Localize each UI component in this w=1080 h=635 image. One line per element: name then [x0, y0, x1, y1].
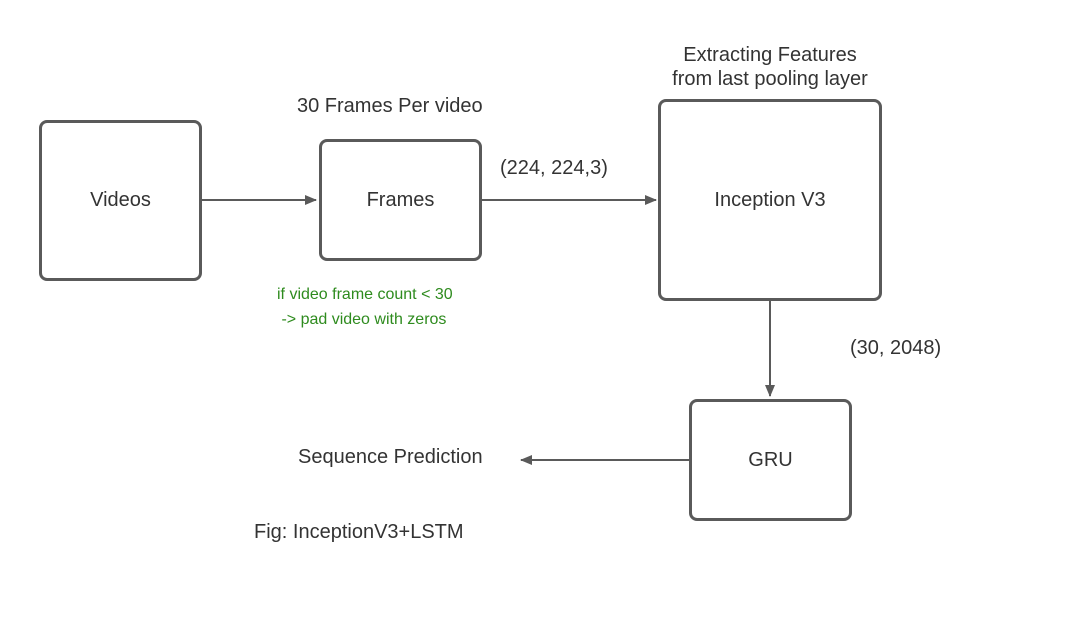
figure-caption: Fig: InceptionV3+LSTM [254, 521, 464, 543]
frames-node-label: Frames [366, 188, 435, 211]
inception-caption-line2: from last pooling layer [672, 68, 868, 90]
frames-node: Frames [319, 139, 482, 261]
inception-node: Inception V3 [658, 99, 882, 301]
gru-node: GRU [689, 399, 852, 521]
padding-note-line2: -> pad video with zeros [277, 311, 447, 328]
output-label: Sequence Prediction [298, 446, 483, 468]
inception-node-label: Inception V3 [714, 188, 826, 211]
inception-caption-line1: Extracting Features [683, 44, 857, 66]
inception-to-gru-shape-label: (30, 2048) [850, 337, 942, 359]
frames-caption: 30 Frames Per video [297, 95, 483, 117]
videos-node: Videos [39, 120, 202, 281]
padding-note: if video frame count < 30 -> pad video w… [277, 282, 453, 332]
videos-node-label: Videos [90, 189, 151, 211]
padding-note-line1: if video frame count < 30 [277, 286, 453, 303]
gru-node-label: GRU [748, 448, 793, 471]
frames-to-inception-shape-label: (224, 224,3) [500, 157, 608, 179]
inception-caption: Extracting Features from last pooling la… [640, 43, 900, 91]
